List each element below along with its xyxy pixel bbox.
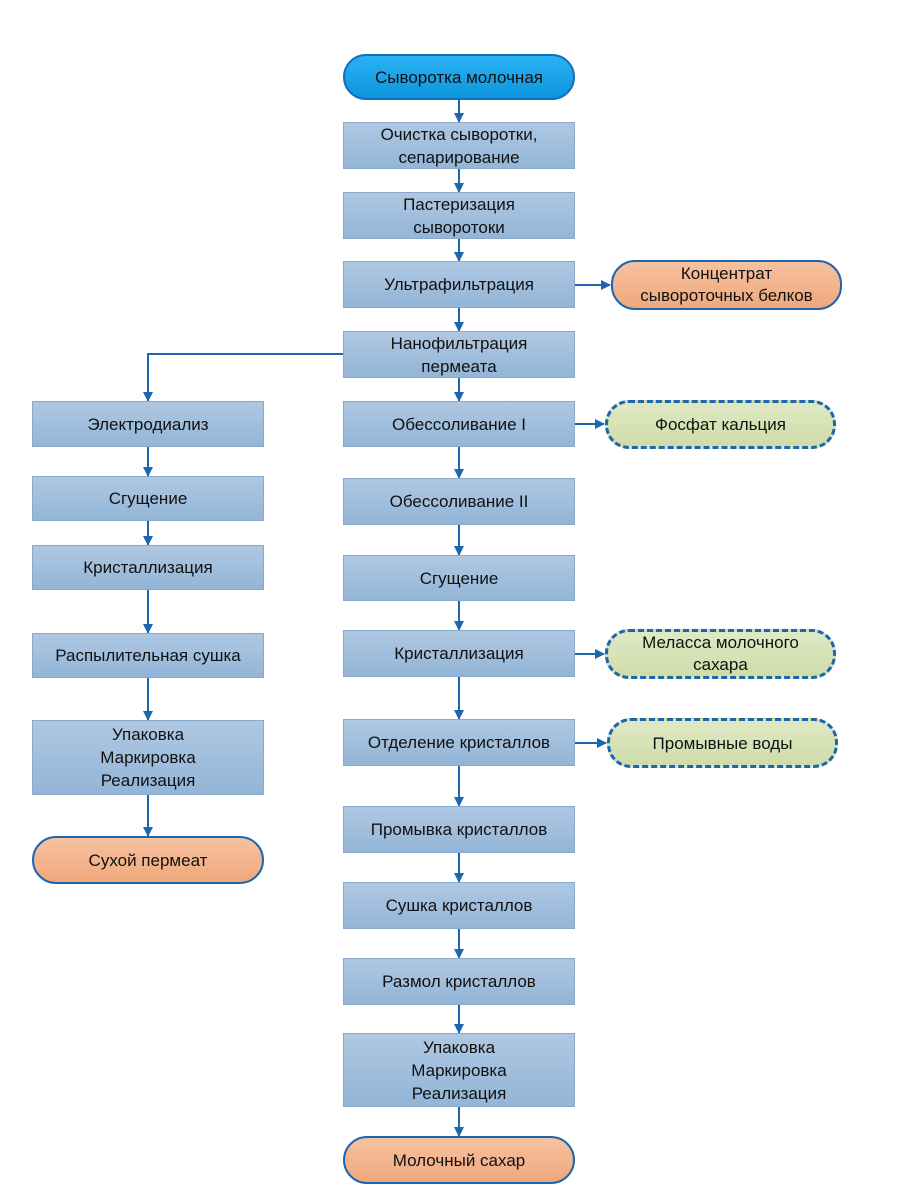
molasses-byproduct: Меласса молочного сахара (605, 629, 836, 679)
ultrafiltration-step: Ультрафильтрация (343, 261, 575, 308)
electrodialysis-step: Электродиализ (32, 401, 264, 447)
cleaning-step: Очистка сыворотки, сепарирование (343, 122, 575, 169)
wash-water-byproduct: Промывные воды (607, 718, 838, 768)
packaging-right-step: Упаковка Маркировка Реализация (343, 1033, 575, 1107)
protein-concentrate-product: Концентрат сывороточных белков (611, 260, 842, 310)
desalting-2-step: Обессоливание II (343, 478, 575, 525)
dry-permeate-product: Сухой пермеат (32, 836, 264, 884)
desalting-1-step: Обессоливание I (343, 401, 575, 447)
spray-drying-step: Распылительная сушка (32, 633, 264, 678)
crystal-washing-step: Промывка кристаллов (343, 806, 575, 853)
thickening-right-step: Сгущение (343, 555, 575, 601)
whey-start-node: Сыворотка молочная (343, 54, 575, 100)
nanofiltration-step: Нанофильтрация пермеата (343, 331, 575, 378)
milk-sugar-product: Молочный сахар (343, 1136, 575, 1184)
calcium-phosphate-byproduct: Фосфат кальция (605, 400, 836, 449)
arrow-nanofiltration-to-electrodialysis (143, 353, 343, 402)
thickening-left-step: Сгущение (32, 476, 264, 521)
crystallization-right-step: Кристаллизация (343, 630, 575, 677)
crystal-drying-step: Сушка кристаллов (343, 882, 575, 929)
crystal-separation-step: Отделение кристаллов (343, 719, 575, 766)
pasteurization-step: Пастеризация сыворотоки (343, 192, 575, 239)
crystallization-left-step: Кристаллизация (32, 545, 264, 590)
crystal-grinding-step: Размол кристаллов (343, 958, 575, 1005)
packaging-left-step: Упаковка Маркировка Реализация (32, 720, 264, 795)
